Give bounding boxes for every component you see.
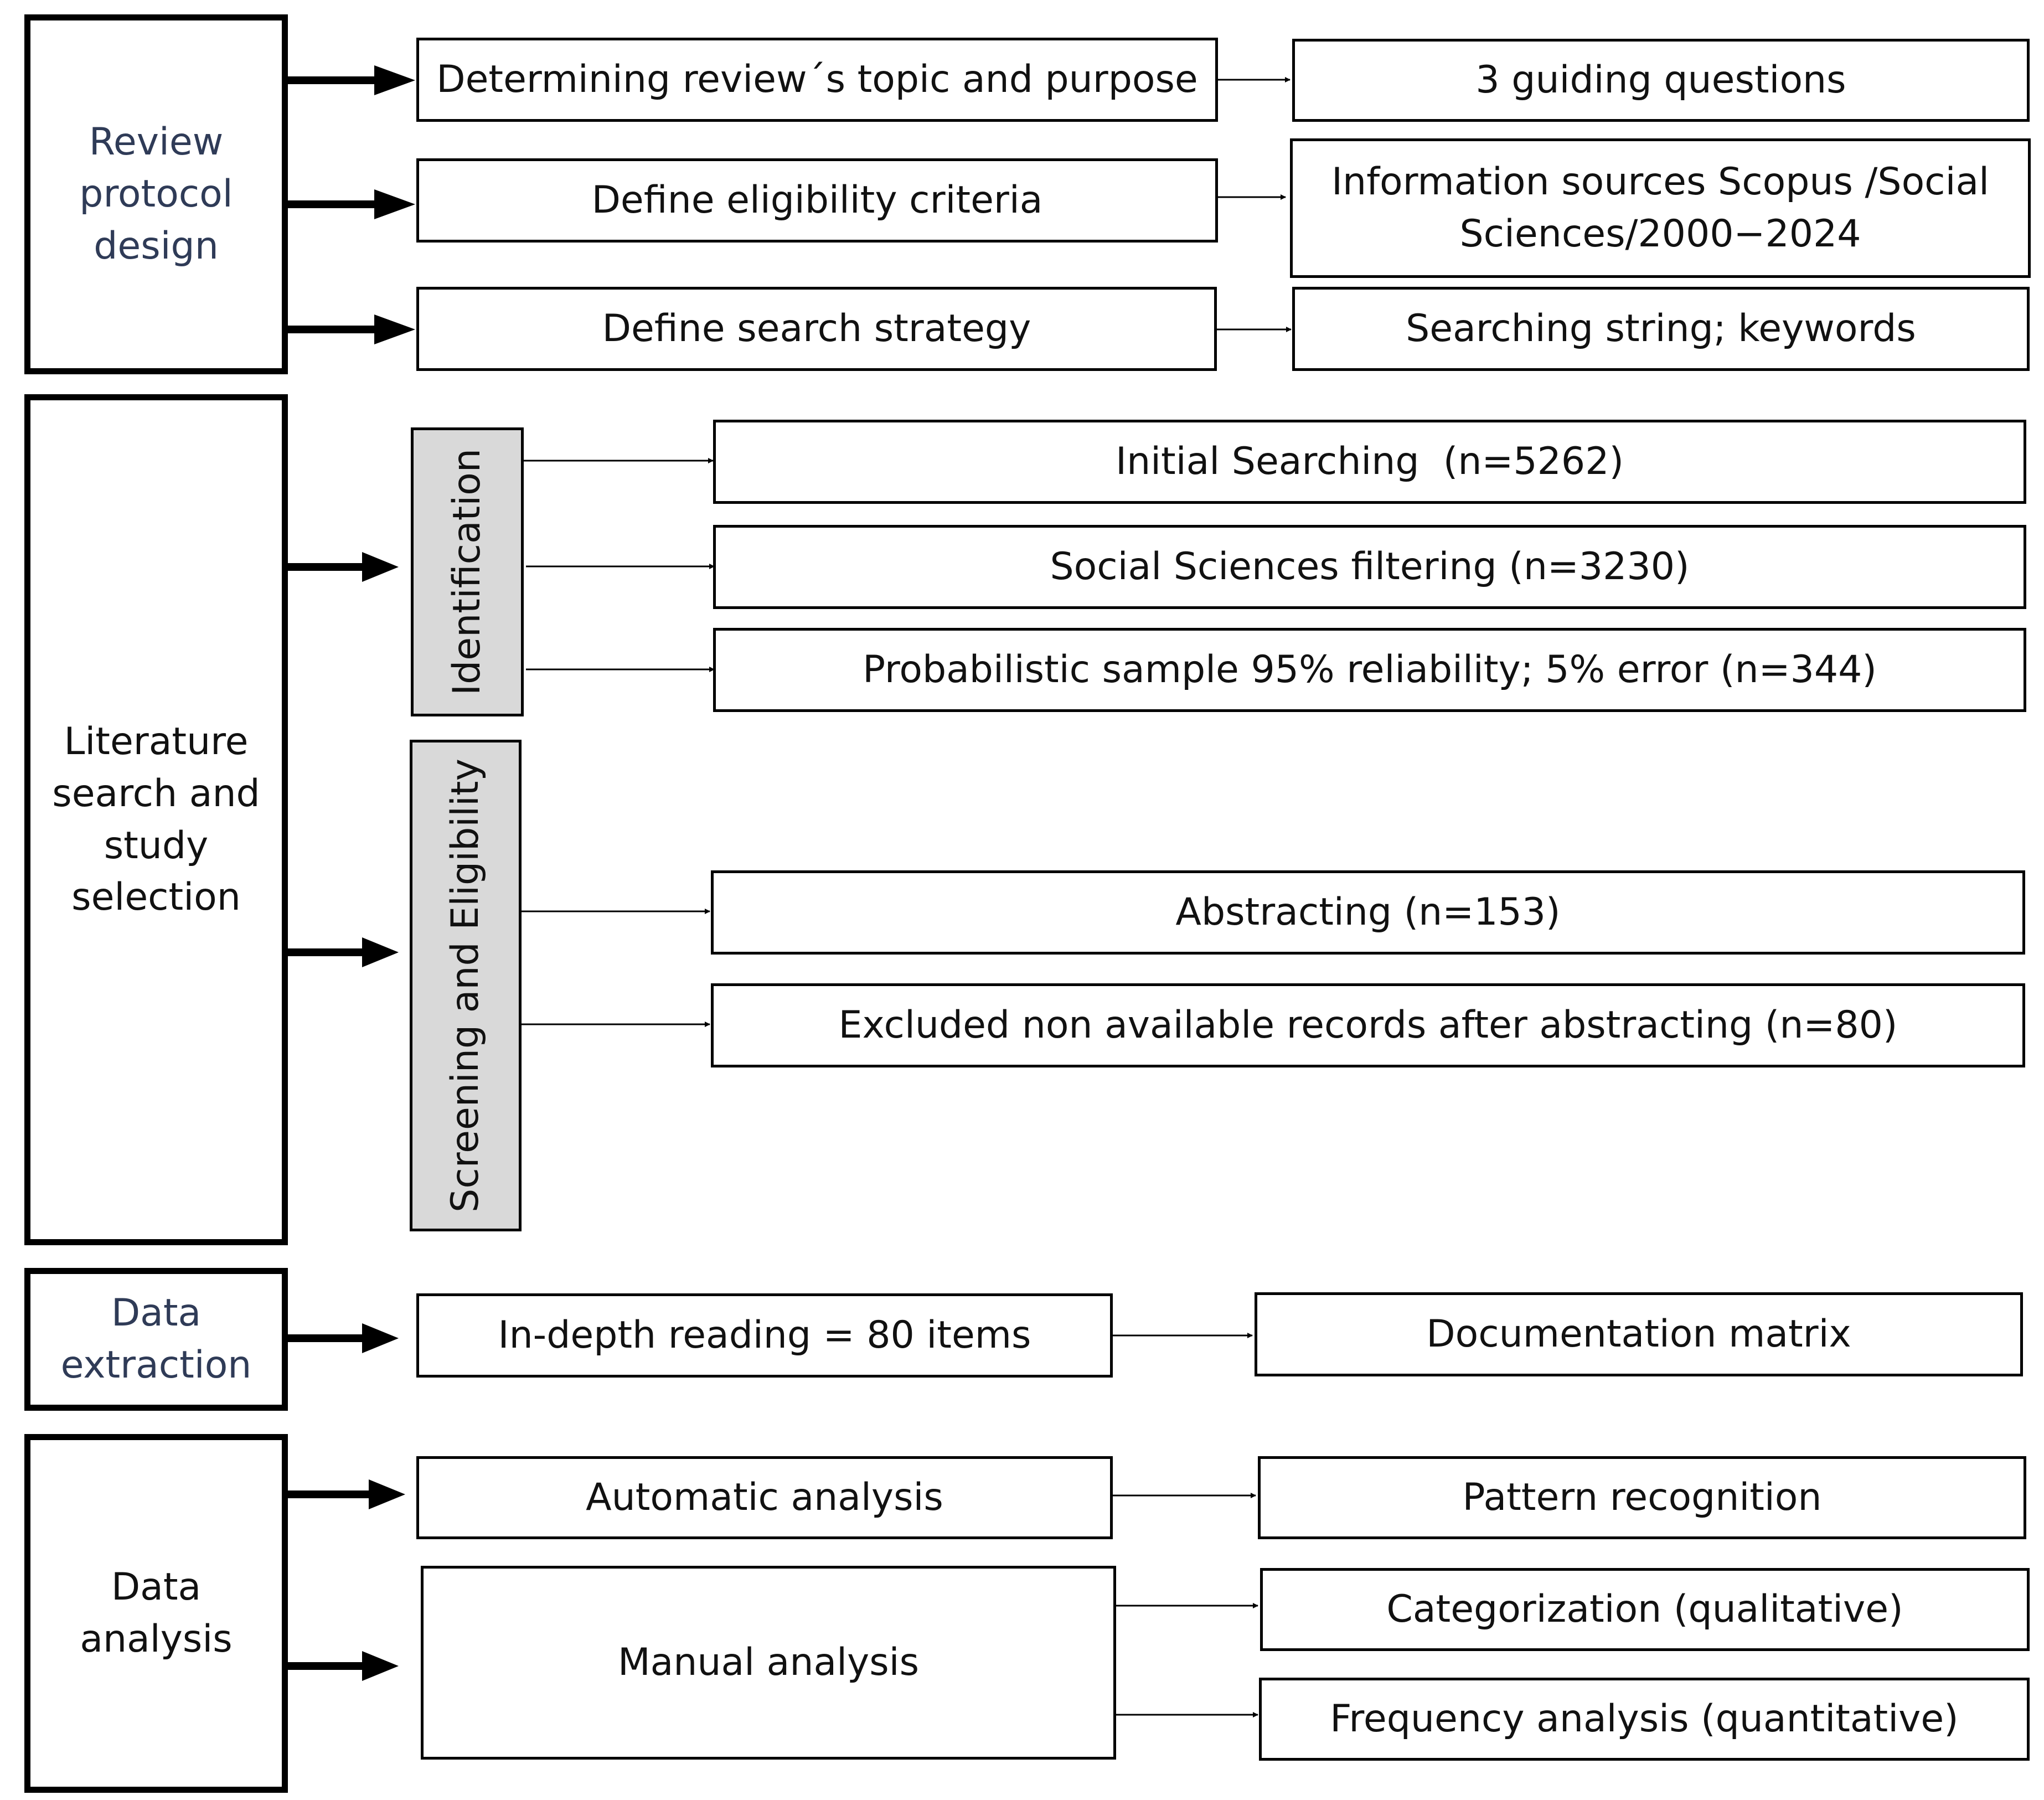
thick-arrows [280,65,415,1681]
step-excluded-records: Excluded non available records after abs… [711,983,2025,1067]
stage-screening-eligibility: Screening and Eligibility [410,740,522,1231]
step-in-depth-reading: In-depth reading = 80 items [416,1293,1113,1378]
phase-label: Review protocol design [79,120,233,268]
step-determining-topic: Determining review´s topic and purpose [416,38,1218,122]
phase-data-extraction: Data extraction [24,1268,288,1411]
phase-review-protocol-design: Review protocol design [24,14,288,374]
phase-label: Data analysis [80,1565,233,1661]
phase-label: Data extraction [60,1291,252,1387]
phase-data-analysis: Data analysis [24,1434,288,1793]
step-information-sources: Information sources Scopus /Social Scien… [1290,138,2031,278]
step-label: Determining review´s topic and purpose [436,58,1198,102]
step-label: Documentation matrix [1426,1312,1851,1357]
thin-arrows [522,77,1292,1718]
phase-literature-search: Literature search and study selection [24,394,288,1245]
step-label: Define eligibility criteria [591,178,1043,223]
step-abstracting: Abstracting (n=153) [711,870,2025,955]
step-label: Pattern recognition [1462,1476,1822,1520]
step-label: Categorization (qualitative) [1386,1587,1903,1632]
step-pattern-recognition: Pattern recognition [1258,1456,2026,1539]
step-manual-analysis: Manual analysis [421,1566,1116,1760]
step-label-line2: Sciences/2000−2024 [1459,212,1861,256]
step-label: Initial Searching (n=5262) [1116,440,1624,484]
step-categorization: Categorization (qualitative) [1260,1568,2030,1651]
step-social-sciences-filtering: Social Sciences filtering (n=3230) [713,525,2026,609]
step-search-strategy: Define search strategy [416,287,1217,371]
step-eligibility-criteria: Define eligibility criteria [416,158,1218,243]
step-label: Manual analysis [617,1641,920,1685]
phase-label: Literature search and study selection [52,719,260,920]
step-initial-searching: Initial Searching (n=5262) [713,420,2026,504]
step-automatic-analysis: Automatic analysis [416,1456,1113,1539]
step-documentation-matrix: Documentation matrix [1255,1292,2023,1376]
step-label: Social Sciences filtering (n=3230) [1050,545,1690,589]
step-frequency-analysis: Frequency analysis (quantitative) [1259,1678,2030,1761]
step-label: 3 guiding questions [1475,58,1846,102]
step-label: Probabilistic sample 95% reliability; 5%… [863,648,1877,692]
step-label: Excluded non available records after abs… [838,1003,1898,1048]
step-searching-string: Searching string; keywords [1292,287,2030,371]
step-label: In-depth reading = 80 items [498,1313,1031,1358]
step-label-line1: Information sources Scopus /Social [1331,160,1990,204]
step-label: Abstracting (n=153) [1175,890,1561,935]
step-guiding-questions: 3 guiding questions [1292,39,2030,122]
stage-label: Screening and Eligibility [443,759,488,1213]
step-label: Frequency analysis (quantitative) [1330,1697,1959,1741]
step-label: Define search strategy [602,307,1031,351]
stage-label: Identification [445,448,489,695]
stage-identification: Identification [411,427,524,716]
step-label: Automatic analysis [586,1476,943,1520]
step-probabilistic-sample: Probabilistic sample 95% reliability; 5%… [713,628,2026,712]
step-label: Searching string; keywords [1406,307,1916,351]
